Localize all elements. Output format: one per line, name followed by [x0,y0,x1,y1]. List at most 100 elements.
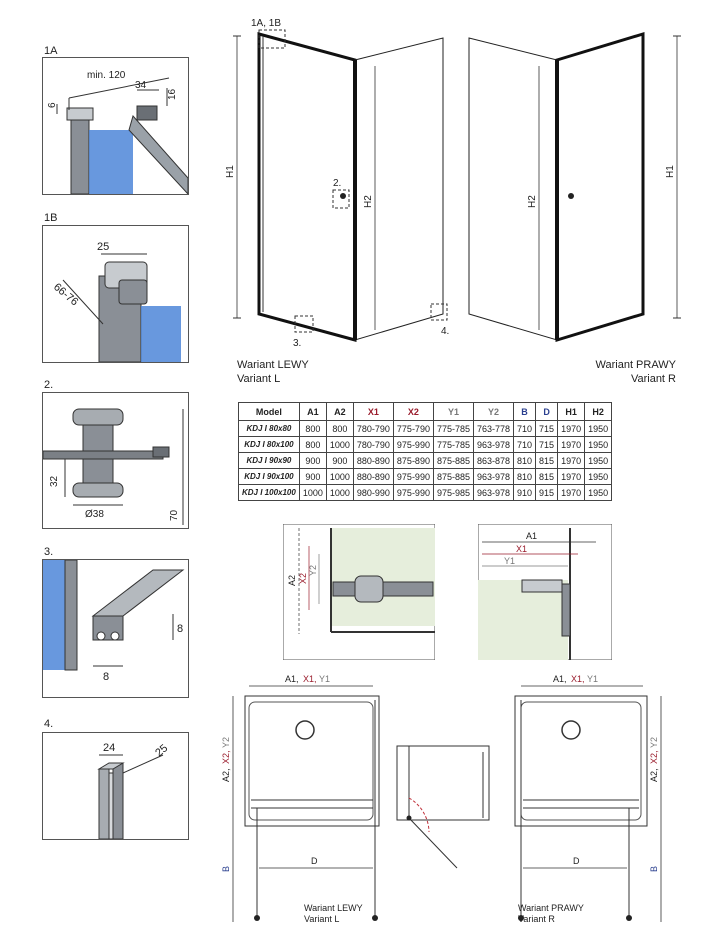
plan-right-b: B [649,866,659,872]
plan-drawing: A1, X1, Y1 D A2, X2, Y2 B A1, X1, Y1 D A… [221,674,662,922]
elevation-label-left-pl: Wariant LEWY [237,359,309,371]
plan-right-x2: X2, [649,750,659,764]
spec-value-cell: 980-990 [352,484,394,501]
dim-34: 34 [135,80,147,91]
plan-left-d: D [311,856,318,866]
spec-value-cell: 975-990 [392,484,434,501]
dim-d38: Ø38 [85,509,104,520]
dim-x1-section: X1 [516,544,527,554]
spec-value-cell: 963-978 [472,484,515,501]
spec-header-cell: H2 [584,402,613,421]
spec-value-cell: 975-985 [432,484,474,501]
spec-value-cell: 1000 [325,484,354,501]
spec-header-cell: B [513,402,537,421]
spec-value-cell: 900 [325,452,354,469]
spec-value-cell: 775-785 [432,436,474,453]
dim-min120: min. 120 [87,70,126,81]
spec-model-cell: KDJ I 90x100 [238,468,300,485]
detail-label-1b: 1B [44,212,58,224]
spec-value-cell: 715 [535,420,559,437]
dim-h1-left: H1 [225,165,236,178]
dim-25: 25 [97,241,109,253]
plan-left-y1: Y1 [319,674,330,684]
spec-value-cell: 963-978 [472,436,515,453]
dim-a1-section: A1 [526,531,537,541]
detail-label-1a: 1A [44,45,58,57]
elevation-label-left-en: Variant L [237,373,281,385]
plan-left-x2: X2, [221,750,231,764]
spec-value-cell: 710 [513,420,537,437]
spec-value-cell: 875-885 [432,468,474,485]
spec-value-cell: 800 [298,420,327,437]
spec-value-cell: 815 [535,452,559,469]
spec-value-cell: 1000 [298,484,327,501]
elevation-drawing: H1 H2 1A, 1B 2. 3. 4. H2 H1 [225,18,681,349]
spec-value-cell: 1000 [325,436,354,453]
spec-value-cell: 800 [325,420,354,437]
elevation-label-right: Wariant PRAWY Variant R [587,358,676,386]
spec-value-cell: 900 [298,468,327,485]
detail-4-panel: 24 25 [42,732,189,840]
dim-16: 16 [167,88,178,100]
spec-value-cell: 710 [513,436,537,453]
dim-25b: 25 [153,742,170,759]
spec-value-cell: 880-890 [352,468,394,485]
spec-value-cell: 780-790 [352,436,394,453]
plan-label-left-en: Variant L [304,914,340,924]
spec-value-cell: 775-785 [432,420,474,437]
spec-value-cell: 1950 [584,452,613,469]
spec-value-cell: 975-990 [392,468,434,485]
detail-label-4: 4. [44,718,54,730]
detail-1a-panel: min. 120 34 16 6 [42,57,189,195]
detail-2-panel: 32 Ø38 70 [42,392,189,529]
detail-label-2: 2. [44,379,54,391]
spec-value-cell: 1950 [584,436,613,453]
spec-value-cell: 810 [513,452,537,469]
spec-value-cell: 810 [513,468,537,485]
spec-value-cell: 800 [298,436,327,453]
detail-1a-drawing: min. 120 34 16 6 [47,70,188,194]
plan-label-right: Wariant PRAWY Variant R [518,903,584,925]
spec-value-cell: 875-890 [392,452,434,469]
spec-value-cell: 775-790 [392,420,434,437]
spec-value-cell: 880-890 [352,452,394,469]
spec-value-cell: 763-778 [472,420,515,437]
spec-value-cell: 1000 [325,468,354,485]
detail-2-drawing: 32 Ø38 70 [43,408,184,525]
detail-label-3: 3. [44,546,54,558]
callout-1a1b: 1A, 1B [251,18,281,29]
dim-8-side: 8 [177,623,183,635]
plan-right-d: D [573,856,580,866]
dim-24: 24 [103,742,115,754]
dim-32: 32 [49,475,60,487]
detail-1b-drawing: 25 66-76 [51,241,181,362]
plan-right-a1: A1, [553,674,567,684]
dim-h1-right: H1 [665,165,676,178]
plan-right-x1: X1, [571,674,585,684]
plan-right-y1: Y1 [587,674,598,684]
plan-left-x1: X1, [303,674,317,684]
dim-h2-right: H2 [527,195,538,208]
spec-header-cell: A2 [325,402,354,421]
dim-66-76: 66-76 [51,281,80,308]
spec-value-cell: 1970 [557,436,586,453]
dim-8-bottom: 8 [103,671,109,683]
dim-x2-section: X2 [298,573,308,584]
dim-y2-section: Y2 [308,565,318,576]
plan-label-right-pl: Wariant PRAWY [518,903,584,913]
spec-model-cell: KDJ I 80x100 [238,436,300,453]
dim-70: 70 [169,509,180,521]
section-right-drawing: A1 X1 Y1 [478,524,612,660]
callout-3: 3. [293,338,301,349]
callout-2: 2. [333,178,341,189]
spec-value-cell: 1950 [584,484,613,501]
spec-value-cell: 863-878 [472,452,515,469]
spec-value-cell: 715 [535,436,559,453]
detail-3-drawing: 8 8 [43,560,185,683]
spec-model-cell: KDJ I 100x100 [238,484,300,501]
spec-value-cell: 975-990 [392,436,434,453]
